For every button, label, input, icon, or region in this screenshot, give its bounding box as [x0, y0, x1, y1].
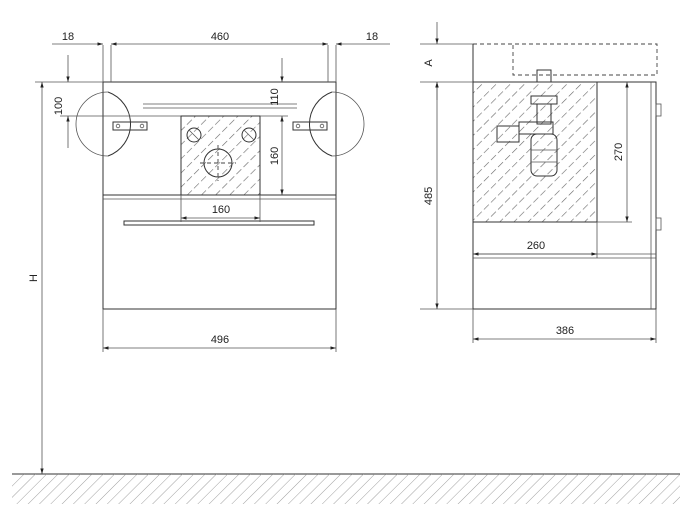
- dim-mount-height: H: [28, 274, 40, 282]
- dim-drawer-height: 100: [53, 97, 65, 115]
- dim-right-side: 18: [366, 31, 378, 43]
- dim-outlet-height: 110: [269, 88, 281, 106]
- pipe-hole-right: [241, 127, 257, 143]
- dim-inner-width: 460: [211, 31, 229, 43]
- basin-outline: [473, 43, 658, 76]
- dim-service-area-height: 160: [269, 147, 281, 165]
- siphon: [496, 69, 558, 177]
- service-area: [180, 115, 261, 196]
- hinge-left: [75, 91, 148, 157]
- dim-left-side: 18: [62, 31, 74, 43]
- dim-service-area-width: 160: [212, 204, 230, 216]
- dim-cabinet-height: 485: [423, 187, 435, 205]
- dim-basin-offset: A: [423, 59, 435, 67]
- front-view: 18 460 18 100 H 110 160 160 496: [28, 31, 390, 474]
- floor: [12, 473, 680, 504]
- dim-total-width: 496: [211, 334, 229, 346]
- drawer-handle: [123, 220, 315, 226]
- dim-cutout-depth: 260: [527, 240, 545, 252]
- side-view: A 485 270 260 386: [420, 22, 662, 343]
- hinge-right: [292, 91, 365, 157]
- pipe-hole-left: [186, 127, 202, 143]
- dim-cutout-height: 270: [613, 143, 625, 161]
- side-cutout: [472, 81, 598, 223]
- dim-cabinet-depth: 386: [556, 325, 574, 337]
